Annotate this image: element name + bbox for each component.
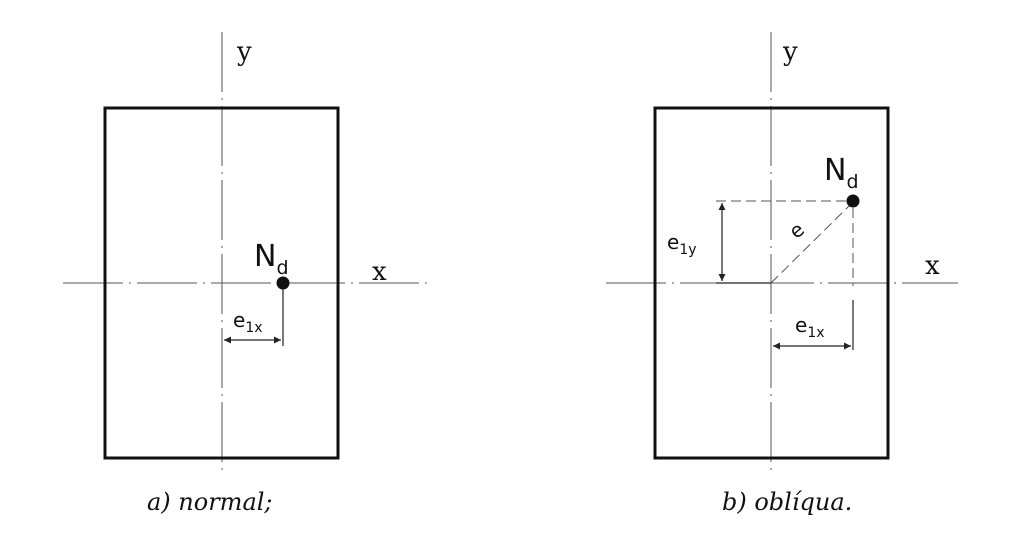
panel-a-y-label: y: [236, 37, 252, 67]
panel-a-cross-section: [103, 106, 340, 460]
panel-b-x-label: x: [925, 251, 940, 281]
panel-a-ecc-x-label: e1x: [233, 308, 263, 336]
panel-b-caption: b) oblíqua.: [722, 488, 852, 516]
panel-b-oblique: y x e Nd e1y e1x b) oblíqua.: [606, 32, 958, 516]
panel-a-x-label: x: [372, 257, 387, 287]
panel-b-force-label: Nd: [824, 153, 859, 193]
panel-b-ecc-total-line: [770, 204, 851, 284]
panel-a-load-point: [276, 276, 290, 290]
panel-a-caption: a) normal;: [147, 488, 273, 516]
panel-b-cross-section: [653, 106, 890, 460]
panel-a-normal: y x Nd e1x a) normal;: [63, 32, 433, 516]
panel-a-force-label: Nd: [254, 239, 289, 279]
panel-b-ecc-x-label: e1x: [795, 313, 825, 341]
panel-b-y-label: y: [782, 37, 798, 67]
panel-b-load-point: [846, 194, 860, 208]
panel-b-ecc-total-label: e: [784, 217, 809, 243]
panel-b-ecc-y-label: e1y: [667, 230, 697, 258]
